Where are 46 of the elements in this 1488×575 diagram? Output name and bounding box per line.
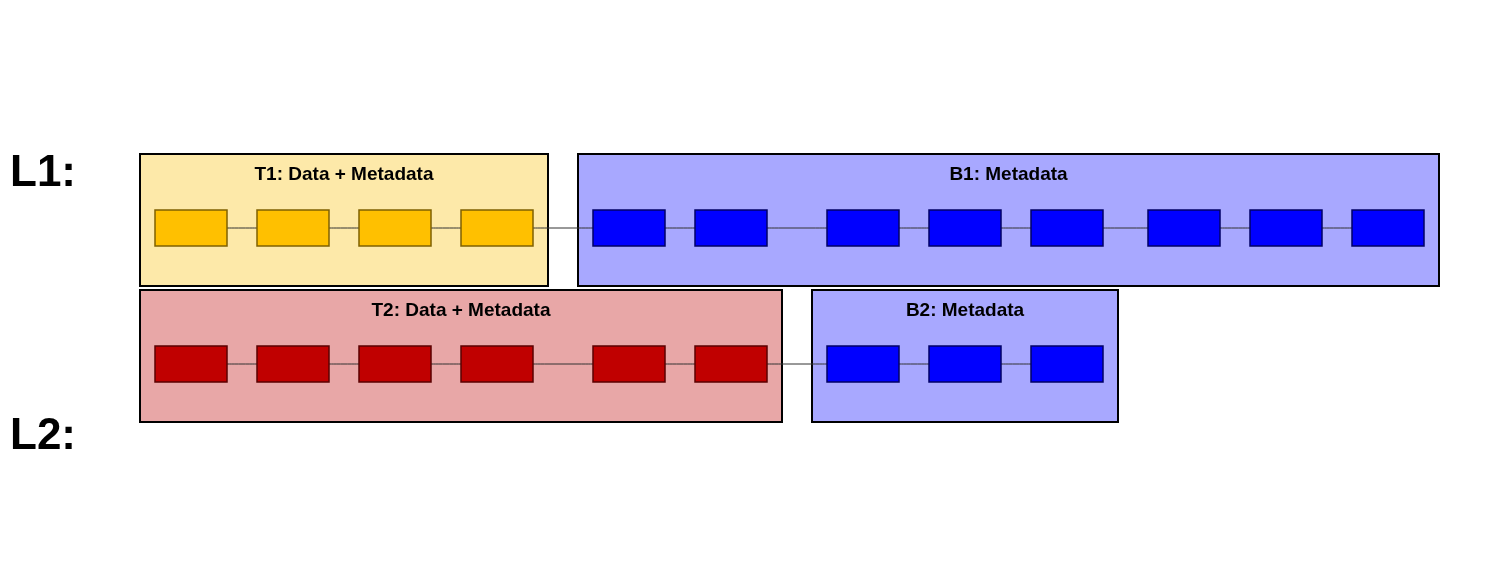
cluster: T1: Data + Metadata <box>138 152 549 287</box>
node-box <box>153 344 228 383</box>
connector <box>430 363 461 364</box>
node-box <box>459 344 534 383</box>
node-box <box>153 208 228 247</box>
connector <box>766 363 827 364</box>
node-box <box>693 208 768 247</box>
node-box <box>255 208 330 247</box>
row-label: L2: <box>10 408 77 459</box>
connector <box>532 227 593 228</box>
node-box <box>825 208 900 247</box>
node-box <box>1029 208 1104 247</box>
connector <box>532 363 593 364</box>
node-box <box>591 344 666 383</box>
connector <box>1000 363 1031 364</box>
connector <box>328 227 359 228</box>
node-box <box>1146 208 1221 247</box>
node-box <box>1350 208 1425 247</box>
node-box <box>693 344 768 383</box>
node-box <box>591 208 666 247</box>
node-box <box>1029 344 1104 383</box>
node-box <box>825 344 900 383</box>
connector <box>1321 227 1352 228</box>
connector <box>328 363 359 364</box>
node-box <box>255 344 330 383</box>
row-label: L1: <box>10 146 77 197</box>
connector <box>430 227 461 228</box>
connector <box>664 363 695 364</box>
node-box <box>357 208 432 247</box>
connector <box>226 227 257 228</box>
connector <box>664 227 695 228</box>
node-box <box>459 208 534 247</box>
cluster: B1: Metadata <box>576 152 1440 287</box>
cluster: B2: Metadata <box>810 288 1119 423</box>
connector <box>766 227 827 228</box>
connector <box>1219 227 1250 228</box>
node-box <box>927 208 1002 247</box>
node-box <box>357 344 432 383</box>
node-box <box>1248 208 1323 247</box>
cluster: T2: Data + Metadata <box>138 288 783 423</box>
connector <box>898 227 929 228</box>
connector <box>1000 227 1031 228</box>
connector <box>1102 227 1148 228</box>
node-box <box>927 344 1002 383</box>
connector <box>898 363 929 364</box>
connector <box>226 363 257 364</box>
